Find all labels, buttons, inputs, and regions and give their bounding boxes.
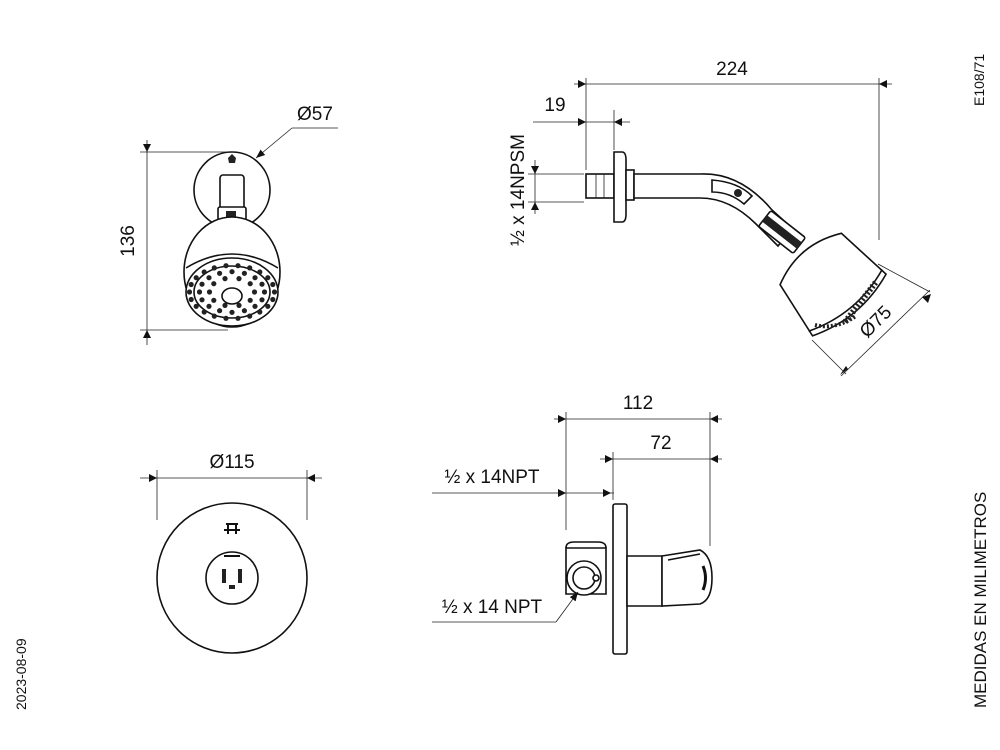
spray-hole xyxy=(236,276,242,282)
dimension-d75-label: Ø75 xyxy=(856,302,896,342)
spray-hole xyxy=(271,289,278,295)
spray-hole xyxy=(241,270,247,276)
spray-hole xyxy=(193,303,199,309)
spray-hole xyxy=(206,275,212,281)
dimension-d115 xyxy=(140,470,322,520)
valve-side-view xyxy=(565,503,713,655)
spray-hole xyxy=(188,296,194,303)
dimension-112 xyxy=(554,412,722,546)
spray-hole xyxy=(211,281,217,287)
dimension-224 xyxy=(574,78,892,240)
dimension-npsm-label: ½ x 14NPSM xyxy=(508,134,529,246)
spray-hole xyxy=(235,315,241,321)
spray-hole xyxy=(222,302,228,308)
dimension-d75 xyxy=(811,263,931,377)
spray-hole xyxy=(206,289,213,295)
spray-hole xyxy=(257,309,263,315)
spray-hole xyxy=(252,275,258,281)
dimension-npsm xyxy=(528,160,584,214)
spray-hole xyxy=(201,309,207,315)
dimension-72 xyxy=(600,452,722,500)
dimension-npt-top-label: ½ x 14NPT xyxy=(444,467,539,488)
dimension-136-label: 136 xyxy=(118,225,139,257)
valve-plate-front-view xyxy=(156,502,308,654)
spray-hole xyxy=(265,303,271,309)
dimension-224-label: 224 xyxy=(716,59,748,80)
spray-hole xyxy=(186,289,193,295)
spray-hole xyxy=(270,281,276,288)
spray-hole xyxy=(251,289,258,295)
spray-hole xyxy=(265,275,271,281)
spray-hole xyxy=(193,275,199,281)
dimension-19-label: 19 xyxy=(544,95,565,116)
spray-hole xyxy=(247,297,253,303)
spray-hole xyxy=(223,263,229,269)
spray-hole xyxy=(261,289,268,295)
spray-hole xyxy=(247,265,253,271)
brand-logo-icon xyxy=(224,523,240,534)
spray-hole xyxy=(222,276,228,282)
spray-hole xyxy=(229,269,235,275)
dimension-d115-label: Ø115 xyxy=(209,452,254,473)
units-note: MEDIDAS EN MILIMETROS xyxy=(971,492,990,708)
spray-holes xyxy=(186,263,278,321)
spray-hole xyxy=(188,281,194,288)
dimension-136 xyxy=(140,140,228,345)
spray-hole xyxy=(252,303,258,309)
spray-hole xyxy=(229,309,235,315)
drawing-date: 2023-08-09 xyxy=(13,638,29,710)
spray-hole xyxy=(223,315,229,321)
spray-hole xyxy=(247,281,253,287)
spray-hole xyxy=(201,269,207,275)
spray-hole xyxy=(236,302,242,308)
dimension-npt-bottom-label: ½ x 14 NPT xyxy=(442,597,543,618)
dimension-112-label: 112 xyxy=(623,393,653,414)
dimension-d57-label: Ø57 xyxy=(297,104,333,125)
dimension-72-label: 72 xyxy=(650,433,671,454)
dimension-d57-leader xyxy=(255,127,338,159)
spray-hole xyxy=(241,308,247,314)
spray-hole xyxy=(257,269,263,275)
shower-head-front-view xyxy=(183,151,281,328)
drawing-code: E108/71 xyxy=(971,54,987,106)
spray-hole xyxy=(199,297,205,303)
spray-hole xyxy=(247,313,253,319)
spray-hole xyxy=(196,289,203,295)
shower-arm-side-view xyxy=(585,151,888,337)
spray-hole xyxy=(270,296,276,303)
spray-hole xyxy=(206,303,212,309)
dimension-npt-bottom-leader xyxy=(432,591,579,623)
spray-hole xyxy=(211,313,217,319)
spray-hole xyxy=(259,281,265,287)
spray-hole xyxy=(235,263,241,269)
dimension-19 xyxy=(533,110,630,150)
spray-hole xyxy=(211,297,217,303)
spray-hole xyxy=(217,270,223,276)
dimension-npt-top xyxy=(432,489,614,497)
spray-hole xyxy=(217,308,223,314)
spray-hole xyxy=(211,265,217,271)
spray-hole xyxy=(259,297,265,303)
spray-hole xyxy=(199,281,205,287)
